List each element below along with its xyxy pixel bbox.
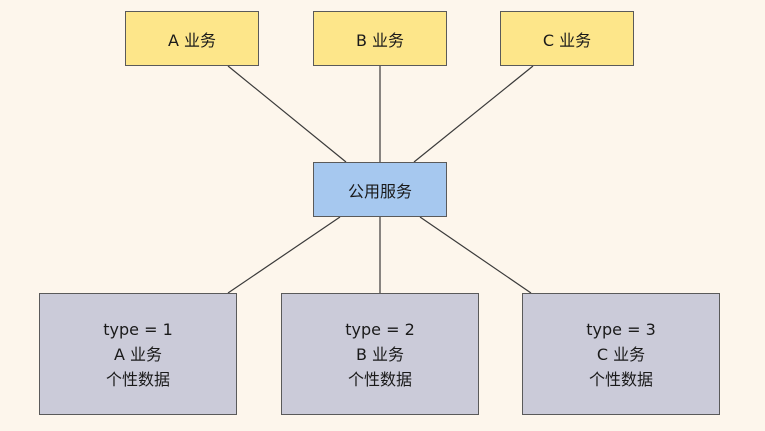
datastore-data-label: 个性数据	[105, 369, 170, 389]
datastore-type-label: type = 1	[103, 319, 173, 339]
business-a-box: A 业务	[125, 11, 259, 66]
connector-a-to-service	[227, 65, 347, 163]
business-c-label: C 业务	[542, 30, 592, 50]
business-b-label: B 业务	[355, 30, 405, 50]
datastore-business-label: A 业务	[113, 344, 163, 364]
datastore-data-label: 个性数据	[347, 369, 412, 389]
shared-service-label: 公用服务	[347, 181, 412, 201]
datastore-business-label: C 业务	[596, 344, 646, 364]
datastore-type-label: type = 3	[586, 319, 656, 339]
connector-service-to-store-1	[227, 216, 341, 294]
connector-c-to-service	[413, 65, 534, 163]
business-b-box: B 业务	[313, 11, 447, 66]
datastore-box-3: type = 3 C 业务 个性数据	[522, 293, 720, 415]
business-a-label: A 业务	[167, 30, 217, 50]
business-c-box: C 业务	[500, 11, 634, 66]
datastore-box-1: type = 1 A 业务 个性数据	[39, 293, 237, 415]
datastore-business-label: B 业务	[355, 344, 405, 364]
datastore-data-label: 个性数据	[588, 369, 653, 389]
connector-service-to-store-3	[419, 216, 532, 294]
shared-service-box: 公用服务	[313, 162, 447, 217]
datastore-box-2: type = 2 B 业务 个性数据	[281, 293, 479, 415]
datastore-type-label: type = 2	[345, 319, 415, 339]
